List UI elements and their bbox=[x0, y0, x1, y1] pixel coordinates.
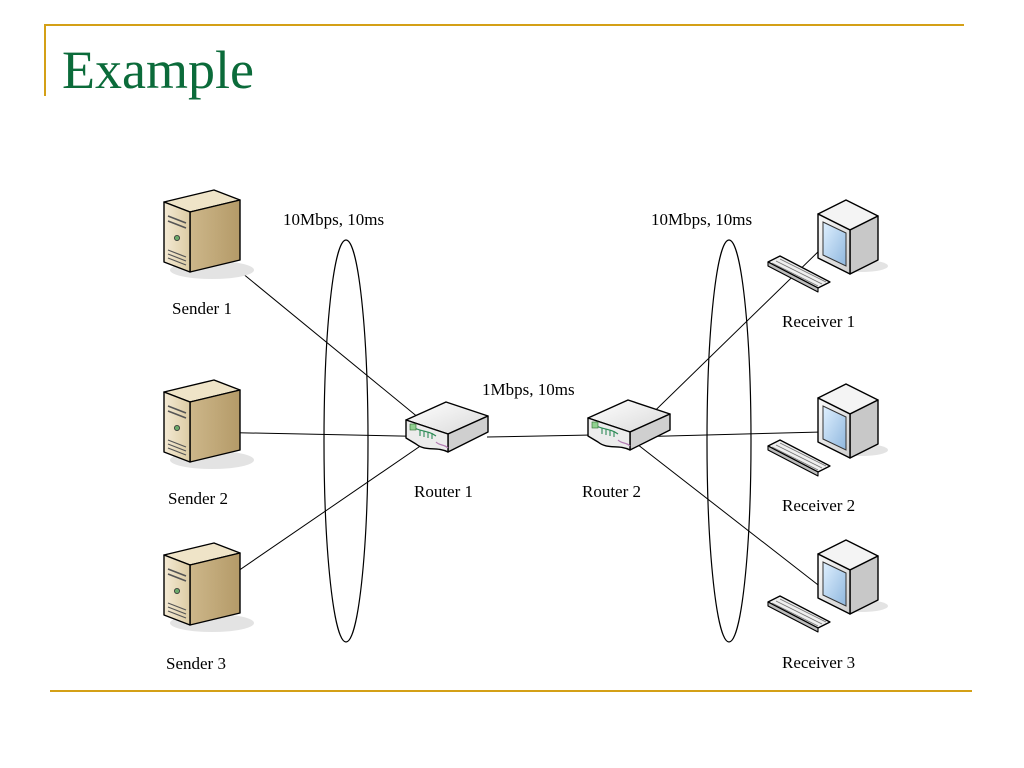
link-router-2-receiver-2 bbox=[627, 431, 823, 438]
router-1-label: Router 1 bbox=[414, 482, 474, 501]
receiver-links-ellipse bbox=[706, 239, 752, 643]
sender-1-label: Sender 1 bbox=[172, 299, 232, 318]
sender-side-link-label: 10Mbps, 10ms bbox=[283, 210, 385, 229]
link-sender-3-router-1 bbox=[202, 437, 433, 596]
sender-3-label: Sender 3 bbox=[166, 654, 226, 673]
receiver-3-label: Receiver 3 bbox=[782, 653, 856, 672]
desktop-computer-icon bbox=[767, 199, 889, 293]
server-tower-icon bbox=[163, 379, 255, 470]
router-icon bbox=[405, 401, 489, 453]
bottleneck-link-label: 1Mbps, 10ms bbox=[482, 380, 575, 399]
slide-title: Example bbox=[62, 40, 254, 100]
link-router-2-receiver-3 bbox=[627, 436, 823, 589]
link-router-1-router-2 bbox=[486, 434, 593, 438]
bottom-rule bbox=[50, 690, 972, 692]
link-router-2-receiver-1 bbox=[627, 247, 823, 438]
sender-2-label: Sender 2 bbox=[168, 489, 228, 508]
sender-links-ellipse bbox=[323, 239, 369, 643]
desktop-computer-icon bbox=[767, 383, 889, 477]
server-tower-icon bbox=[163, 542, 255, 633]
desktop-computer-icon bbox=[767, 539, 889, 633]
router-2-label: Router 2 bbox=[582, 482, 642, 501]
server-tower-icon bbox=[163, 189, 255, 280]
receiver-1-label: Receiver 1 bbox=[782, 312, 856, 331]
receiver-2-label: Receiver 2 bbox=[782, 496, 856, 515]
top-rule bbox=[44, 24, 964, 26]
left-rule bbox=[44, 24, 46, 96]
receiver-side-link-label: 10Mbps, 10ms bbox=[651, 210, 753, 229]
